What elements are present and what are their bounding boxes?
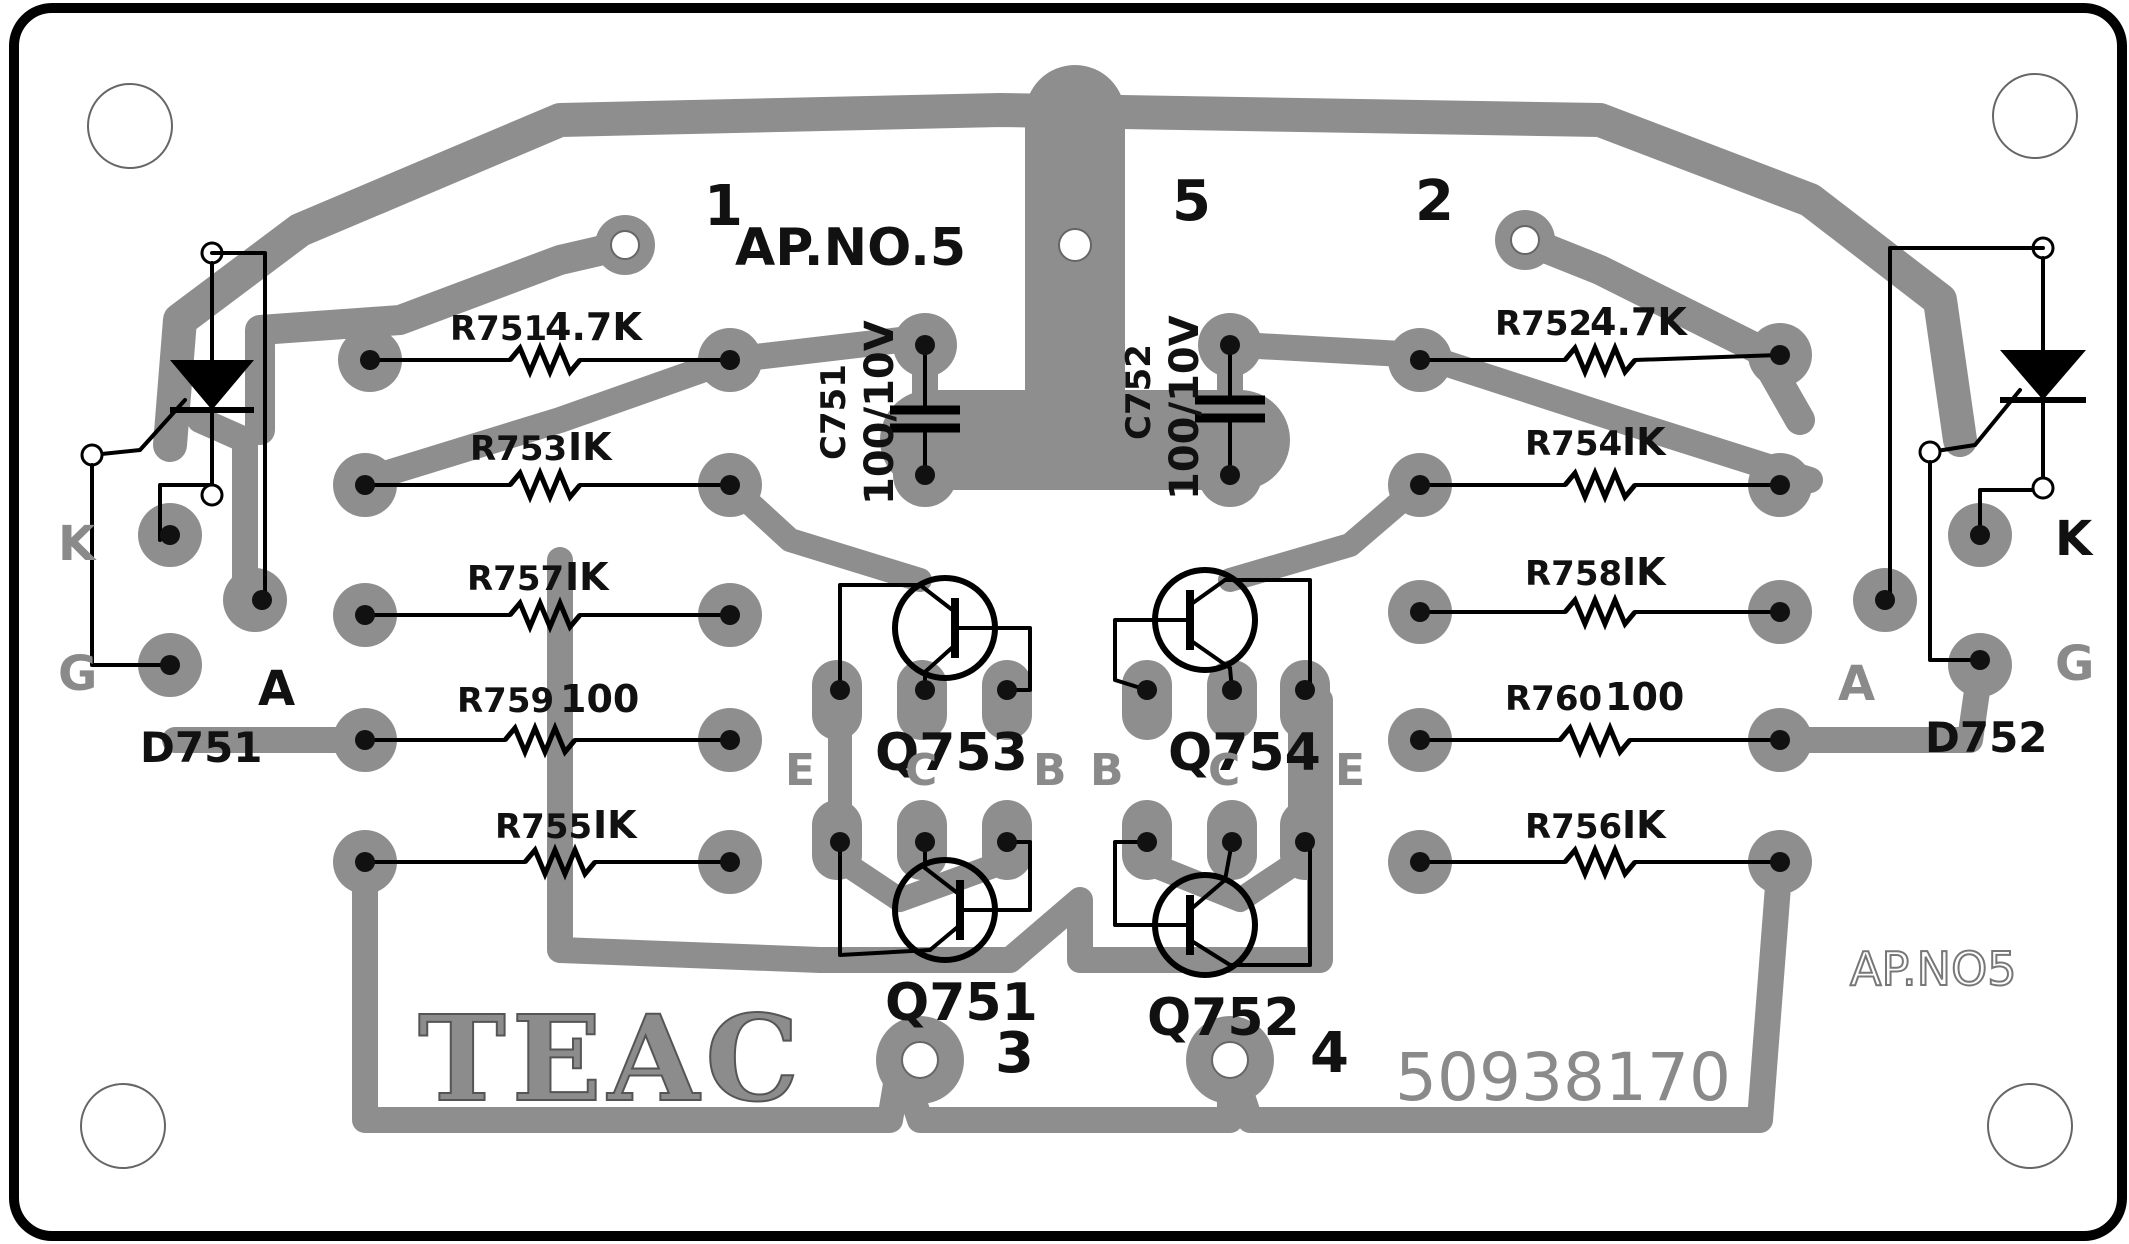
r759-value: 100 bbox=[560, 677, 639, 721]
r754-ref: R754 bbox=[1525, 424, 1622, 464]
q753-pin-b: B bbox=[1033, 745, 1067, 796]
q753-label: Q753 bbox=[875, 723, 1028, 783]
d751-pin-g: G bbox=[58, 646, 97, 702]
c752-value: 100/10V bbox=[1162, 315, 1208, 500]
d752-pin-g: G bbox=[2055, 636, 2094, 692]
d751-label: D751 bbox=[140, 723, 263, 772]
r758-value: IK bbox=[1622, 550, 1667, 594]
r753-ref: R753 bbox=[470, 429, 567, 469]
board-label-side: AP.NO5 bbox=[1850, 942, 2017, 996]
d752-pin-k: K bbox=[2055, 511, 2094, 567]
terminal-holes bbox=[610, 225, 1540, 1079]
q752-label: Q752 bbox=[1147, 988, 1300, 1048]
thyristors bbox=[80, 236, 2086, 675]
r759-ref: R759 bbox=[457, 681, 554, 721]
q754-pin-b: B bbox=[1090, 745, 1124, 796]
q753-pin-c: C bbox=[905, 745, 937, 796]
r752-ref: R752 bbox=[1495, 304, 1592, 344]
terminal-1-label: 1 bbox=[704, 174, 743, 239]
capacitors bbox=[890, 335, 1265, 485]
terminal-5-label: 5 bbox=[1172, 169, 1211, 234]
d751-pin-a: A bbox=[258, 661, 295, 717]
r756-value: IK bbox=[1622, 803, 1667, 847]
board-outline bbox=[9, 3, 2127, 1241]
transistor-labels: Q753 Q754 Q751 Q752 E C B B C E bbox=[785, 723, 1365, 1048]
q754-label: Q754 bbox=[1168, 723, 1321, 783]
resistors bbox=[355, 341, 1790, 881]
r760-ref: R760 bbox=[1505, 679, 1602, 719]
r751-value: 4.7K bbox=[545, 305, 643, 349]
q751-label: Q751 bbox=[885, 973, 1038, 1033]
r757-value: IK bbox=[565, 555, 610, 599]
terminal-4-label: 4 bbox=[1310, 1021, 1349, 1086]
r760-value: 100 bbox=[1605, 675, 1684, 719]
r753-value: IK bbox=[568, 425, 613, 469]
c751-value: 100/10V bbox=[857, 320, 903, 505]
d752-label: D752 bbox=[1925, 713, 2048, 762]
transistors bbox=[830, 567, 1315, 978]
q754-pin-c: C bbox=[1208, 745, 1240, 796]
board-label-top: AP.NO.5 bbox=[735, 218, 966, 278]
capacitor-labels: C751 100/10V C752 100/10V bbox=[814, 315, 1208, 505]
diode-labels: D751 D752 K G A K G A bbox=[58, 511, 2094, 772]
r755-ref: R755 bbox=[495, 807, 592, 847]
r751-ref: R751 bbox=[450, 309, 547, 349]
r758-ref: R758 bbox=[1525, 554, 1622, 594]
resistor-labels: R751 4.7K R752 4.7K R753 IK R754 IK R757… bbox=[450, 300, 1688, 847]
terminal-3-label: 3 bbox=[995, 1021, 1034, 1086]
q753-pin-e: E bbox=[785, 745, 815, 796]
c751-ref: C751 bbox=[814, 364, 854, 460]
r755-value: IK bbox=[593, 803, 638, 847]
part-number: 50938170 bbox=[1395, 1039, 1731, 1116]
r754-value: IK bbox=[1622, 420, 1667, 464]
mounting-holes bbox=[80, 73, 2078, 1169]
d751-pin-k: K bbox=[58, 516, 97, 572]
brand-logo: TEAC bbox=[418, 989, 805, 1128]
d752-pin-a: A bbox=[1838, 656, 1875, 712]
r757-ref: R757 bbox=[467, 559, 564, 599]
terminal-2-label: 2 bbox=[1415, 169, 1454, 234]
r752-value: 4.7K bbox=[1590, 300, 1688, 344]
r756-ref: R756 bbox=[1525, 807, 1622, 847]
q754-pin-e: E bbox=[1335, 745, 1365, 796]
c752-ref: C752 bbox=[1119, 344, 1159, 440]
